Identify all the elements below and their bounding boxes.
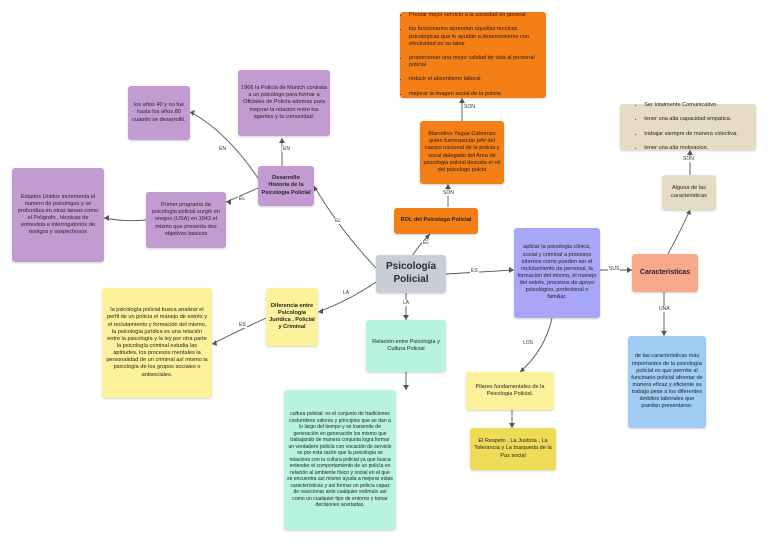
node-pilares-fundamentales[interactable]: Pilares fundamentales de la Psicologia P… <box>466 372 554 410</box>
node-munich-1966[interactable]: 1966 la Policía de Munich contrata a un … <box>238 70 330 136</box>
link-label-son: SON <box>682 156 695 162</box>
node-cultura-policial[interactable]: cultura policial: es el conjunto de trad… <box>284 390 396 530</box>
central-topic[interactable]: Psicología Policial <box>376 255 446 293</box>
prestar-list: Prestar mejor servicio a la sociedad en … <box>403 5 543 105</box>
link-label-en: EN <box>282 146 291 152</box>
link-label-son: SON <box>463 104 476 110</box>
link-label-el: EL <box>422 240 431 246</box>
list-item: trabajar siempre de manera colectiva. <box>644 131 738 138</box>
list-item: Prestar mejor servicio a la sociedad en … <box>409 12 543 19</box>
list-item: tener una alta capacidad empatica. <box>644 116 738 123</box>
link-label-la: LA <box>402 300 411 306</box>
link-label-una: UNA <box>658 306 671 312</box>
node-estados-unidos[interactable]: Estados Unidos incrementa el numero de p… <box>12 168 104 262</box>
list-item: reducir el absentismo laboral <box>409 76 543 83</box>
node-anos-40[interactable]: los años 40 y no fue hasta los años 80 c… <box>128 86 190 140</box>
node-psicologia-juridica[interactable]: la psicología policial busca analizar el… <box>102 288 212 398</box>
link-label-el: EL <box>334 218 343 224</box>
node-desarrollo-historia[interactable]: Desarrollo Historia de la Psicología Pol… <box>258 166 314 206</box>
node-respeto-justicia[interactable]: El Respeto , La Justicia , La Tolerancia… <box>470 428 556 470</box>
node-diferencia-psicologias[interactable]: Diferencia entre Psicología Jurídica , P… <box>266 288 318 346</box>
link-label-el: EL <box>238 196 247 202</box>
node-relacion-cultura[interactable]: Relación entre Psicología y Cultura Poli… <box>366 320 446 372</box>
link-label-es: ES <box>238 322 247 328</box>
ser-list: Ser totalmente Comunicativo. tener una a… <box>638 95 738 159</box>
node-rol-psicologo[interactable]: ROL del Psicologo Policial <box>394 208 478 234</box>
link-label-la: LA <box>342 290 351 296</box>
link-label-los: LOS <box>522 340 535 346</box>
node-caracteristicas[interactable]: Caracteristicas <box>632 254 698 292</box>
node-marcelino-yague[interactable]: Marcelino Yague Cabrerizo quien fuerespe… <box>420 121 504 184</box>
node-alguna-caracteristicas[interactable]: Alguna de las caracteristicas <box>662 175 716 210</box>
list-item: tener una alta motivacion. <box>644 145 738 152</box>
node-ser-comunicativo[interactable]: Ser totalmente Comunicativo. tener una a… <box>620 102 756 151</box>
list-item: los funcionarios aprendan aquellas tecni… <box>409 26 543 47</box>
node-prestar-servicio[interactable]: Prestar mejor servicio a la sociedad en … <box>400 12 546 98</box>
list-item: proporcionar una mejor calidad de vida a… <box>409 55 543 69</box>
link-label-son: SON <box>442 190 455 196</box>
list-item: mejorar la imagen social de la policia <box>409 91 543 98</box>
node-una-caracteristica[interactable]: de las caracteristicas más importantes d… <box>628 336 706 428</box>
link-label-es: ES <box>470 268 479 274</box>
link-label-sus: SUS <box>608 266 621 272</box>
node-aplicar-psicologia[interactable]: aplicar la psicologia clinica, social y … <box>514 228 600 318</box>
node-primer-programa[interactable]: Primer programa de psicologia policial s… <box>146 192 226 248</box>
link-label-en: EN <box>218 146 227 152</box>
list-item: Ser totalmente Comunicativo. <box>644 102 738 109</box>
